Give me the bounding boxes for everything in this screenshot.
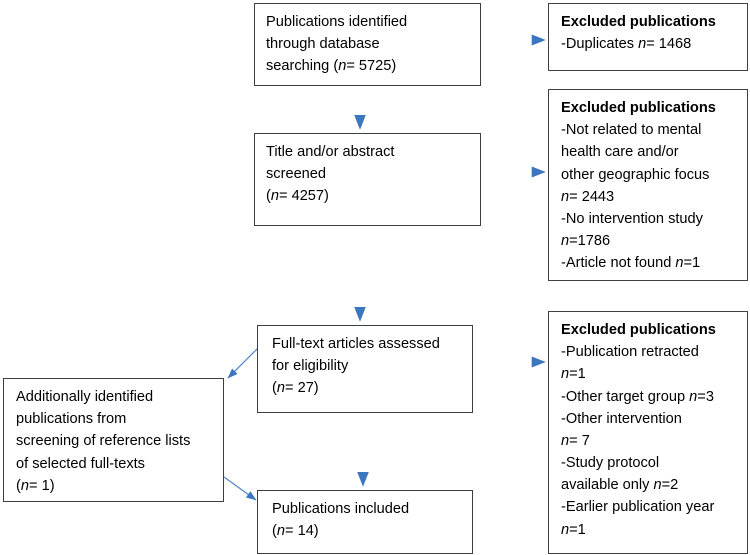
node-count-line: (n= 1) xyxy=(16,475,223,497)
node-excluded-duplicates[interactable]: Excluded publications -Duplicates n= 146… xyxy=(548,3,748,71)
node-line: Publications included xyxy=(272,501,410,517)
node-line: screening of reference lists xyxy=(16,433,191,450)
node-excluded-screening[interactable]: Excluded publications -Not related to me… xyxy=(548,89,748,281)
n-italic: n xyxy=(561,366,570,383)
n-italic: n xyxy=(675,255,684,272)
n-italic: n xyxy=(561,432,570,449)
edge-fulltext-to-additionally-identified xyxy=(227,347,259,379)
n-value: = 14) xyxy=(285,523,319,540)
node-line: of selected full-texts xyxy=(16,455,145,472)
reason-text: -Study protocol xyxy=(561,455,660,472)
node-line: Additionally identified xyxy=(16,389,154,405)
n-value: = 5725) xyxy=(346,58,397,75)
n-value: = 27) xyxy=(285,380,319,397)
node-publications-included[interactable]: Publications included (n= 14) xyxy=(257,490,473,554)
reason-text: -Duplicates xyxy=(561,36,639,53)
node-line-text: ( xyxy=(272,380,277,397)
node-count-line: searching (n= 5725) xyxy=(266,55,480,77)
reason-text: available only xyxy=(561,477,654,494)
reason-text: -Not related to mental xyxy=(561,122,702,139)
reason-text: -No intervention study xyxy=(561,210,703,227)
n-value: = 7 xyxy=(569,432,590,449)
n-italic: n xyxy=(561,233,570,250)
reason-text: -Other intervention xyxy=(561,410,682,427)
reason-line: -Other target group n=3 xyxy=(561,386,747,408)
node-line: for eligibility xyxy=(272,358,349,375)
n-value: =2 xyxy=(661,477,679,494)
reason-line: n= 2443 xyxy=(561,186,747,208)
reason-line: -Not related to mental xyxy=(561,119,747,141)
node-line: Title and/or abstract xyxy=(266,144,395,160)
n-italic: n xyxy=(276,380,285,397)
n-value: =1786 xyxy=(569,233,611,250)
n-italic: n xyxy=(561,521,570,538)
reason-line: n=1 xyxy=(561,519,747,541)
node-line-text: ( xyxy=(272,523,277,540)
reason-line: available only n=2 xyxy=(561,474,747,496)
node-count-line: (n= 4257) xyxy=(266,185,480,207)
n-italic: n xyxy=(561,188,570,205)
n-value: = 1) xyxy=(29,477,55,494)
node-publications-identified[interactable]: Publications identified through database… xyxy=(254,3,481,86)
node-line-text: ( xyxy=(16,477,21,494)
n-value: = 4257) xyxy=(279,188,329,205)
node-line: through database xyxy=(266,36,380,53)
node-line: publications from xyxy=(16,411,127,428)
reason-line: other geographic focus xyxy=(561,164,747,186)
reason-line: n=1786 xyxy=(561,230,747,252)
reason-text: other geographic focus xyxy=(561,166,710,183)
reason-text: -Earlier publication year xyxy=(561,499,715,516)
n-italic: n xyxy=(638,36,647,53)
n-value: =1 xyxy=(683,255,701,272)
node-header: Excluded publications xyxy=(561,14,716,30)
node-title-abstract-screened[interactable]: Title and/or abstract screened (n= 4257) xyxy=(254,133,481,226)
n-value: = 1468 xyxy=(646,36,692,53)
reason-text: -Other target group xyxy=(561,388,690,405)
reason-text: health care and/or xyxy=(561,144,679,161)
node-full-text-assessed[interactable]: Full-text articles assessed for eligibil… xyxy=(257,325,473,413)
node-header: Excluded publications xyxy=(561,100,716,116)
reason-line: -Earlier publication year xyxy=(561,496,747,518)
n-value: =1 xyxy=(569,521,586,538)
reason-line: n= 7 xyxy=(561,430,747,452)
n-value: = 2443 xyxy=(569,188,615,205)
n-value: =3 xyxy=(697,388,714,405)
node-line: Publications identified xyxy=(266,14,408,30)
n-italic: n xyxy=(270,188,279,205)
n-italic: n xyxy=(20,477,29,494)
reason-text: -Article not found xyxy=(561,255,676,272)
n-value: =1 xyxy=(569,366,586,383)
reason-line: -Publication retracted xyxy=(561,341,747,363)
node-count-line: (n= 14) xyxy=(272,520,472,542)
reason-line: n=1 xyxy=(561,363,747,385)
node-line: Full-text articles assessed xyxy=(272,336,440,352)
reason-text: -Publication retracted xyxy=(561,344,699,361)
reason-line: health care and/or xyxy=(561,141,747,163)
node-additionally-identified[interactable]: Additionally identified publications fro… xyxy=(3,378,224,502)
edge-additionally-identified-to-included xyxy=(223,476,257,501)
node-header: Excluded publications xyxy=(561,322,716,338)
reason-line: -Duplicates n= 1468 xyxy=(561,33,747,55)
reason-line: -Article not found n=1 xyxy=(561,252,747,274)
n-italic: n xyxy=(689,388,698,405)
reason-line: -Other intervention xyxy=(561,408,747,430)
reason-line: -No intervention study xyxy=(561,208,747,230)
n-italic: n xyxy=(276,523,285,540)
reason-line: -Study protocol xyxy=(561,452,747,474)
node-excluded-eligibility[interactable]: Excluded publications -Publication retra… xyxy=(548,311,748,554)
node-line: screened xyxy=(266,166,327,183)
node-count-line: (n= 27) xyxy=(272,377,472,399)
n-italic: n xyxy=(653,477,662,494)
node-line-text: searching ( xyxy=(266,58,339,75)
n-italic: n xyxy=(338,58,347,75)
node-line-text: ( xyxy=(266,188,271,205)
